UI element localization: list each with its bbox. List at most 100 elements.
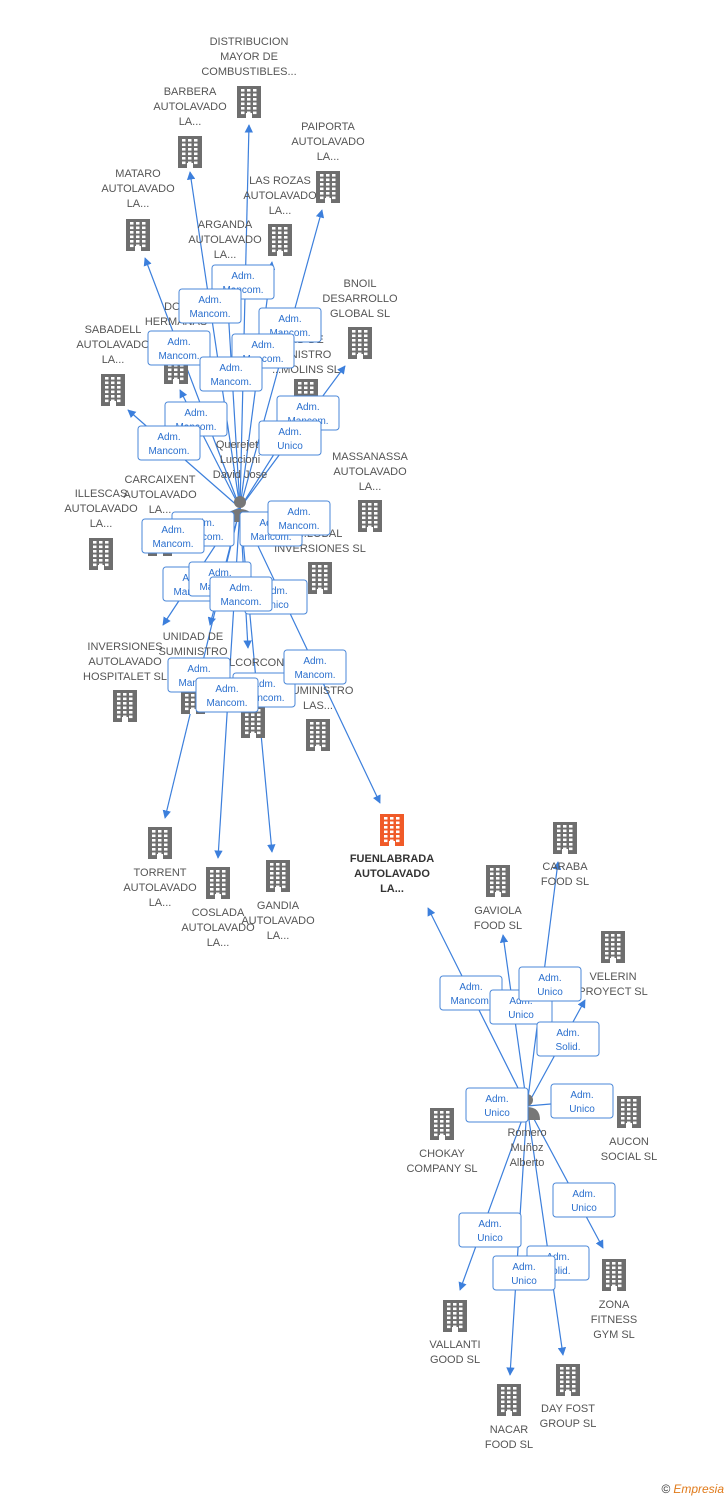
company-node[interactable]: BARBERAAUTOLAVADOLA... — [153, 86, 227, 168]
building-window — [621, 1117, 625, 1120]
building-window — [105, 381, 109, 385]
person-name-line: Luccioni — [220, 454, 260, 466]
relation-label[interactable]: Adm.Mancom. — [147, 330, 211, 366]
relation-label[interactable]: Adm.Unico — [518, 966, 582, 1002]
company-node[interactable]: LAS ROZASAUTOLAVADOLA... — [243, 175, 317, 256]
company-name-line: AUTOLAVADO — [354, 868, 430, 880]
company-node[interactable]: SABADELLAUTOLAVADOLA... — [76, 324, 150, 406]
relation-label[interactable]: Adm.Solid. — [536, 1021, 600, 1057]
building-window — [434, 1115, 438, 1119]
relation-box — [283, 649, 347, 685]
building-window — [123, 702, 127, 705]
company-node[interactable]: MASSANASSAAUTOLAVADOLA... — [332, 451, 409, 532]
person-name-line: Romero — [507, 1127, 546, 1139]
building-window — [390, 839, 394, 843]
building-window — [606, 1275, 610, 1279]
company-name-line: LA... — [149, 504, 172, 516]
building-window — [605, 934, 609, 937]
relation-label[interactable]: Adm.Unico — [492, 1255, 556, 1291]
company-name-line: ARGANDA — [198, 219, 253, 231]
relation-label[interactable]: Adm.Unico — [465, 1087, 529, 1123]
relation-label[interactable]: Adm.Mancom. — [199, 356, 263, 392]
building-window — [253, 107, 257, 110]
building-icon — [443, 1300, 467, 1332]
building-window — [253, 102, 257, 106]
building-window — [241, 102, 245, 106]
building-window — [396, 817, 400, 820]
building-window — [606, 1284, 610, 1288]
building-window — [278, 236, 282, 239]
building-window — [368, 512, 372, 515]
building-window — [617, 952, 621, 955]
building-window — [390, 817, 394, 820]
company-name-line: BNOIL — [343, 278, 376, 290]
building-window — [270, 885, 274, 889]
relation-label[interactable]: Adm.Mancom. — [178, 288, 242, 324]
building-window — [320, 178, 324, 182]
company-node[interactable]: FUENLABRADAAUTOLAVADOLA... — [350, 814, 434, 895]
relation-label[interactable]: Adm.Mancom. — [283, 649, 347, 685]
building-window — [93, 541, 97, 544]
building-window — [358, 339, 362, 342]
company-node[interactable]: COSLADAAUTOLAVADOLA... — [181, 867, 255, 949]
building-window — [158, 852, 162, 856]
relation-label[interactable]: Adm.Mancom. — [267, 500, 331, 536]
building-window — [142, 235, 146, 239]
building-window — [117, 706, 121, 710]
relation-label[interactable]: Adm.Unico — [258, 420, 322, 456]
building-window — [447, 1321, 451, 1324]
building-window — [251, 731, 255, 735]
relation-label[interactable]: Adm.Mancom. — [141, 518, 205, 554]
company-name-line: MASSANASSA — [332, 451, 408, 463]
relation-label[interactable]: Adm.Unico — [552, 1182, 616, 1218]
building-window — [621, 1099, 625, 1102]
building-window — [326, 192, 330, 195]
company-node[interactable]: TORRENTAUTOLAVADOLA... — [123, 827, 197, 909]
building-window — [453, 1307, 457, 1311]
relation-type: Unico — [277, 441, 303, 452]
company-name-line: GLOBAL SL — [330, 308, 390, 320]
building-window — [241, 107, 245, 110]
building-window — [611, 956, 615, 960]
building-icon — [266, 860, 290, 892]
relation-label[interactable]: Adm.Mancom. — [137, 425, 201, 461]
building-window — [364, 343, 368, 347]
relation-role: Adm. — [264, 586, 287, 597]
building-window — [158, 834, 162, 838]
relation-label[interactable]: Adm.Mancom. — [195, 677, 259, 713]
company-node[interactable]: ......UMINISTROLAS... — [283, 670, 354, 751]
building-window — [105, 390, 109, 394]
relation-label[interactable]: Adm.Mancom. — [209, 576, 273, 612]
building-window — [105, 554, 109, 558]
company-node[interactable]: MATAROAUTOLAVADOLA... — [101, 168, 175, 251]
relation-label[interactable]: Adm.Unico — [458, 1212, 522, 1248]
building-window — [621, 1108, 625, 1111]
building-window — [352, 339, 356, 342]
company-node[interactable]: ILLESCASAUTOLAVADOLA... — [64, 488, 138, 570]
company-node[interactable]: PAIPORTAAUTOLAVADOLA... — [291, 121, 365, 203]
building-window — [117, 702, 121, 705]
building-window — [440, 1133, 444, 1137]
relation-label[interactable]: Adm.Unico — [550, 1083, 614, 1119]
footer-brand[interactable]: ©Empresia — [661, 1482, 724, 1496]
company-node[interactable]: GANDIAAUTOLAVADOLA... — [241, 860, 315, 942]
person-name-line: David Jose — [213, 469, 267, 481]
building-window — [618, 1280, 622, 1283]
building-window — [633, 1117, 637, 1120]
building-window — [459, 1321, 463, 1324]
building-window — [332, 192, 336, 195]
relation-role: Adm. — [215, 684, 238, 695]
